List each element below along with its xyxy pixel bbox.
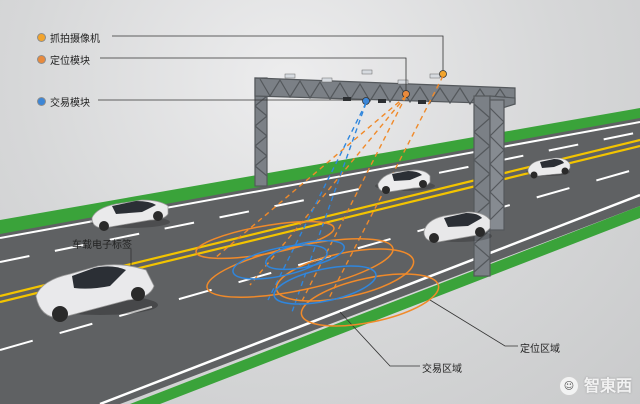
gantry-devices xyxy=(284,69,441,104)
camera-dot-icon xyxy=(38,34,45,41)
legend-item-positioning: 定位模块 xyxy=(38,52,90,67)
signal-beams xyxy=(214,75,444,313)
smile-icon: ☺ xyxy=(558,376,579,396)
watermark-text: 智東西 xyxy=(583,376,632,395)
grass-front xyxy=(130,206,640,404)
legend-item-camera: 抓拍摄像机 xyxy=(38,30,100,45)
watermark: ☺ 智東西 xyxy=(558,372,632,396)
legend-label-transaction: 交易模块 xyxy=(50,98,90,109)
leader-lines xyxy=(98,35,518,367)
car-middle xyxy=(375,169,435,194)
car-back-left xyxy=(90,199,170,231)
transaction-dot-icon xyxy=(38,98,45,105)
legend-label-camera: 抓拍摄像机 xyxy=(50,34,100,45)
coverage-zones xyxy=(195,220,440,327)
legend-item-transaction: 交易模块 xyxy=(38,94,90,109)
car-far-right xyxy=(526,157,571,179)
car-front-left xyxy=(35,264,158,322)
edge-line-front xyxy=(99,193,640,404)
car-right xyxy=(423,211,492,243)
transaction-zone-label: 交易区域 xyxy=(422,364,462,375)
positioning-dot-icon xyxy=(38,56,45,63)
positioning-zone-label: 定位区域 xyxy=(520,344,560,355)
legend-label-positioning: 定位模块 xyxy=(50,56,90,67)
vehicle-tag-label: 车载电子标签 xyxy=(72,240,132,251)
